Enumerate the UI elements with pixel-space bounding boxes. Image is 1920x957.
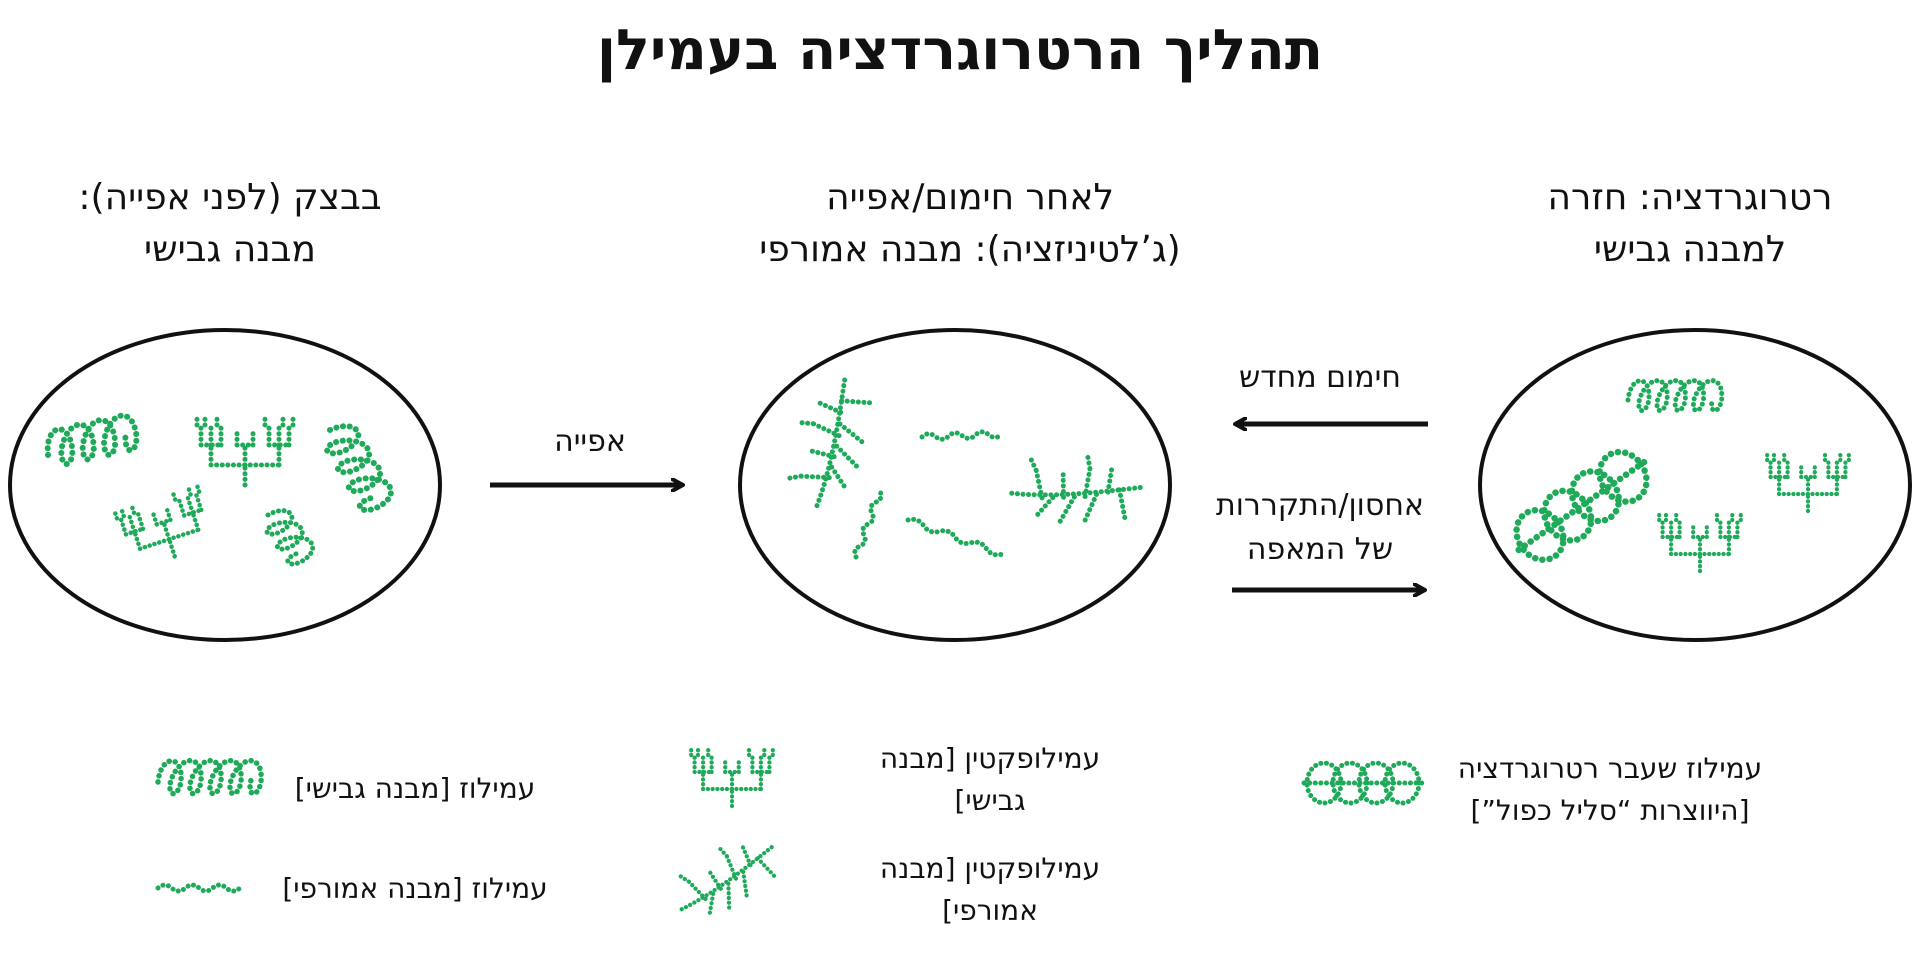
legend-amylopectin-amorphous-label: עמילופקטין [מבנה אמורפי] — [860, 848, 1120, 932]
stage-baked-label: לאחר חימום/אפייה (ג’לטיניזציה): מבנה אמו… — [720, 172, 1220, 276]
legend-amylose-crystal-icon — [155, 758, 264, 797]
molecules-layer — [44, 376, 1851, 919]
stage-retro-label: רטרוגרדציה: חזרה למבנה גבישי — [1480, 172, 1900, 276]
retro-amylopectin-1 — [1765, 451, 1851, 514]
legend-amylopectin-amorphous-line1: עמילופקטין [מבנה — [879, 852, 1101, 885]
retro-double-helix — [1513, 448, 1650, 564]
storage-line1: אחסון/התקררות — [1216, 488, 1424, 523]
stage-dough-line2: מבנה גבישי — [144, 229, 316, 270]
baked-amylopectin-2 — [1009, 452, 1145, 525]
legend-amylopectin-amorphous-line2: אמורפי] — [942, 894, 1038, 927]
stage-baked-line1: לאחר חימום/אפייה — [826, 177, 1114, 218]
legend-retro-amylose-line1: עמילוז שעבר רטרוגרדציה — [1457, 752, 1763, 785]
legend-amylose-crystal-label: עמילוז [מבנה גבישי] — [294, 772, 536, 805]
legend-retro-amylose-line2: [היווצרות “סליל כפול”] — [1470, 794, 1750, 827]
stage-baked-line2: (ג’לטיניזציה): מבנה אמורפי — [759, 229, 1181, 270]
baked-amylose-chain-2 — [852, 488, 884, 560]
legend-amylopectin-crystal-label: עמילופקטין [מבנה גבישי] — [860, 738, 1120, 822]
legend-amylopectin-crystal-icon — [689, 746, 775, 809]
stage-retro-line2: למבנה גבישי — [1593, 229, 1787, 270]
legend-retro-amylose-icon — [1301, 760, 1427, 806]
dough-amylose-helix-1 — [44, 412, 140, 467]
granule-baked — [738, 328, 1172, 642]
retro-amylopectin-2 — [1657, 511, 1743, 574]
legend-amylose-amorphous-icon — [155, 882, 243, 894]
reheat-label: חימום מחדש — [1239, 360, 1401, 395]
stage-dough-label: בבצק (לפני אפייה): מבנה גבישי — [40, 172, 420, 276]
baked-amylose-chain-3 — [905, 516, 1005, 558]
dough-amylose-helix-2 — [324, 423, 394, 514]
stage-retro-line1: רטרוגרדציה: חזרה — [1547, 177, 1833, 218]
dough-amylose-helix-3 — [264, 508, 316, 567]
stage-dough-line1: בבצק (לפני אפייה): — [78, 177, 382, 218]
legend-amylopectin-crystal-line2: גבישי] — [954, 784, 1026, 817]
retro-amylose-helix — [1625, 378, 1725, 414]
legend-retro-amylose-label: עמילוז שעבר רטרוגרדציה [היווצרות “סליל כ… — [1440, 748, 1780, 832]
baked-amylose-chain-1 — [919, 429, 1005, 442]
granule-dough — [8, 328, 442, 642]
granule-retro — [1478, 328, 1912, 642]
storage-line2: של המאפה — [1246, 532, 1394, 567]
legend-amylopectin-amorphous-icon — [676, 842, 777, 919]
legend-amylopectin-crystal-line1: עמילופקטין [מבנה — [879, 742, 1101, 775]
baked-amylopectin-1 — [784, 376, 874, 509]
storage-label: אחסון/התקררות של המאפה — [1180, 484, 1460, 572]
page-title: תהליך הרטרוגרדציה בעמילן — [596, 18, 1324, 83]
legend-amylose-amorphous-label: עמילוז [מבנה אמורפי] — [282, 872, 548, 905]
dough-amylopectin-1 — [194, 414, 296, 488]
baking-label: אפייה — [554, 424, 626, 459]
dough-amylopectin-2 — [112, 482, 204, 559]
